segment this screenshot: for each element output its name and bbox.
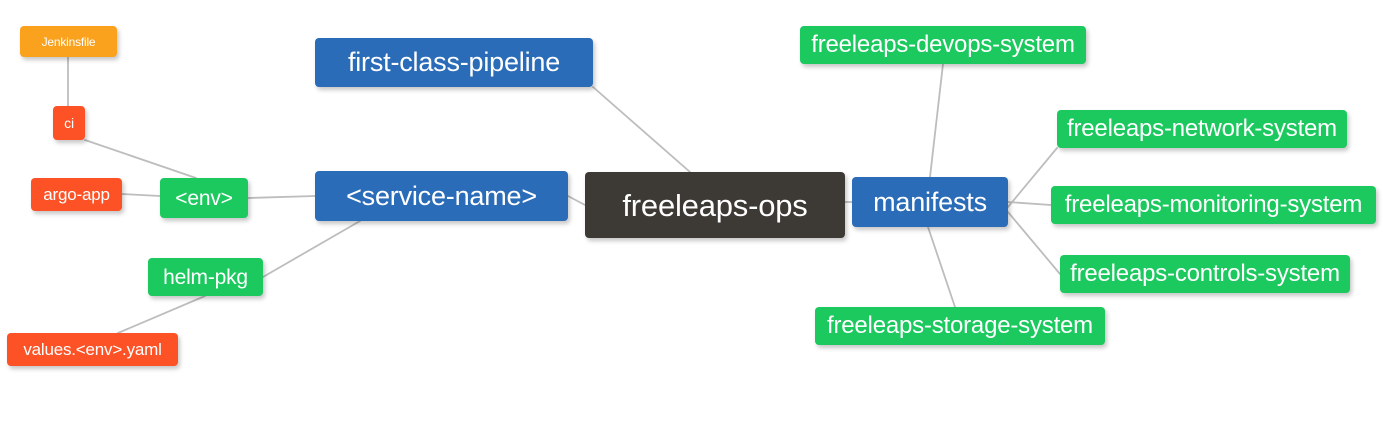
node-label: freeleaps-devops-system	[811, 31, 1075, 58]
node-label: helm-pkg	[163, 265, 248, 289]
node-label: ci	[64, 115, 74, 131]
node-label: <service-name>	[346, 180, 537, 211]
node-label: Jenkinsfile	[41, 34, 96, 49]
edge-manifests-to-devops	[929, 63, 944, 178]
node-label: freeleaps-network-system	[1067, 115, 1337, 142]
node-argo[interactable]: argo-app	[31, 178, 122, 211]
edge-manifests-to-storage	[927, 226, 956, 308]
node-monitoring[interactable]: freeleaps-monitoring-system	[1051, 186, 1376, 224]
node-devops[interactable]: freeleaps-devops-system	[800, 26, 1086, 64]
node-manifests[interactable]: manifests	[852, 177, 1008, 227]
edge-root-to-pipeline	[592, 86, 691, 173]
edge-root-to-service	[567, 195, 586, 206]
node-label: freeleaps-controls-system	[1070, 260, 1340, 287]
edge-manifests-to-network	[1007, 147, 1058, 208]
node-storage[interactable]: freeleaps-storage-system	[815, 307, 1105, 345]
edge-helm-to-values	[117, 295, 206, 334]
node-jenkins[interactable]: Jenkinsfile	[20, 26, 117, 57]
node-label: freeleaps-ops	[622, 187, 808, 223]
node-label: freeleaps-monitoring-system	[1064, 191, 1363, 218]
node-controls[interactable]: freeleaps-controls-system	[1060, 255, 1350, 293]
node-label: first-class-pipeline	[347, 47, 561, 77]
node-root[interactable]: freeleaps-ops	[585, 172, 845, 238]
node-label: manifests	[873, 186, 987, 217]
node-helm[interactable]: helm-pkg	[148, 258, 263, 296]
edge-manifests-to-monitoring	[1007, 201, 1052, 206]
node-pipeline[interactable]: first-class-pipeline	[315, 38, 593, 87]
edge-service-to-helm	[262, 220, 361, 278]
node-network[interactable]: freeleaps-network-system	[1057, 110, 1347, 148]
node-ci[interactable]: ci	[53, 106, 85, 140]
node-env[interactable]: <env>	[160, 178, 248, 218]
node-label: <env>	[175, 186, 233, 210]
node-service[interactable]: <service-name>	[315, 171, 568, 221]
edge-service-to-env	[247, 195, 316, 199]
node-label: argo-app	[43, 185, 110, 204]
node-label: freeleaps-storage-system	[827, 312, 1093, 339]
node-label: values.<env>.yaml	[23, 340, 162, 359]
edge-env-to-argo	[121, 193, 161, 197]
edge-env-to-ci	[84, 139, 197, 179]
node-values[interactable]: values.<env>.yaml	[7, 333, 178, 366]
